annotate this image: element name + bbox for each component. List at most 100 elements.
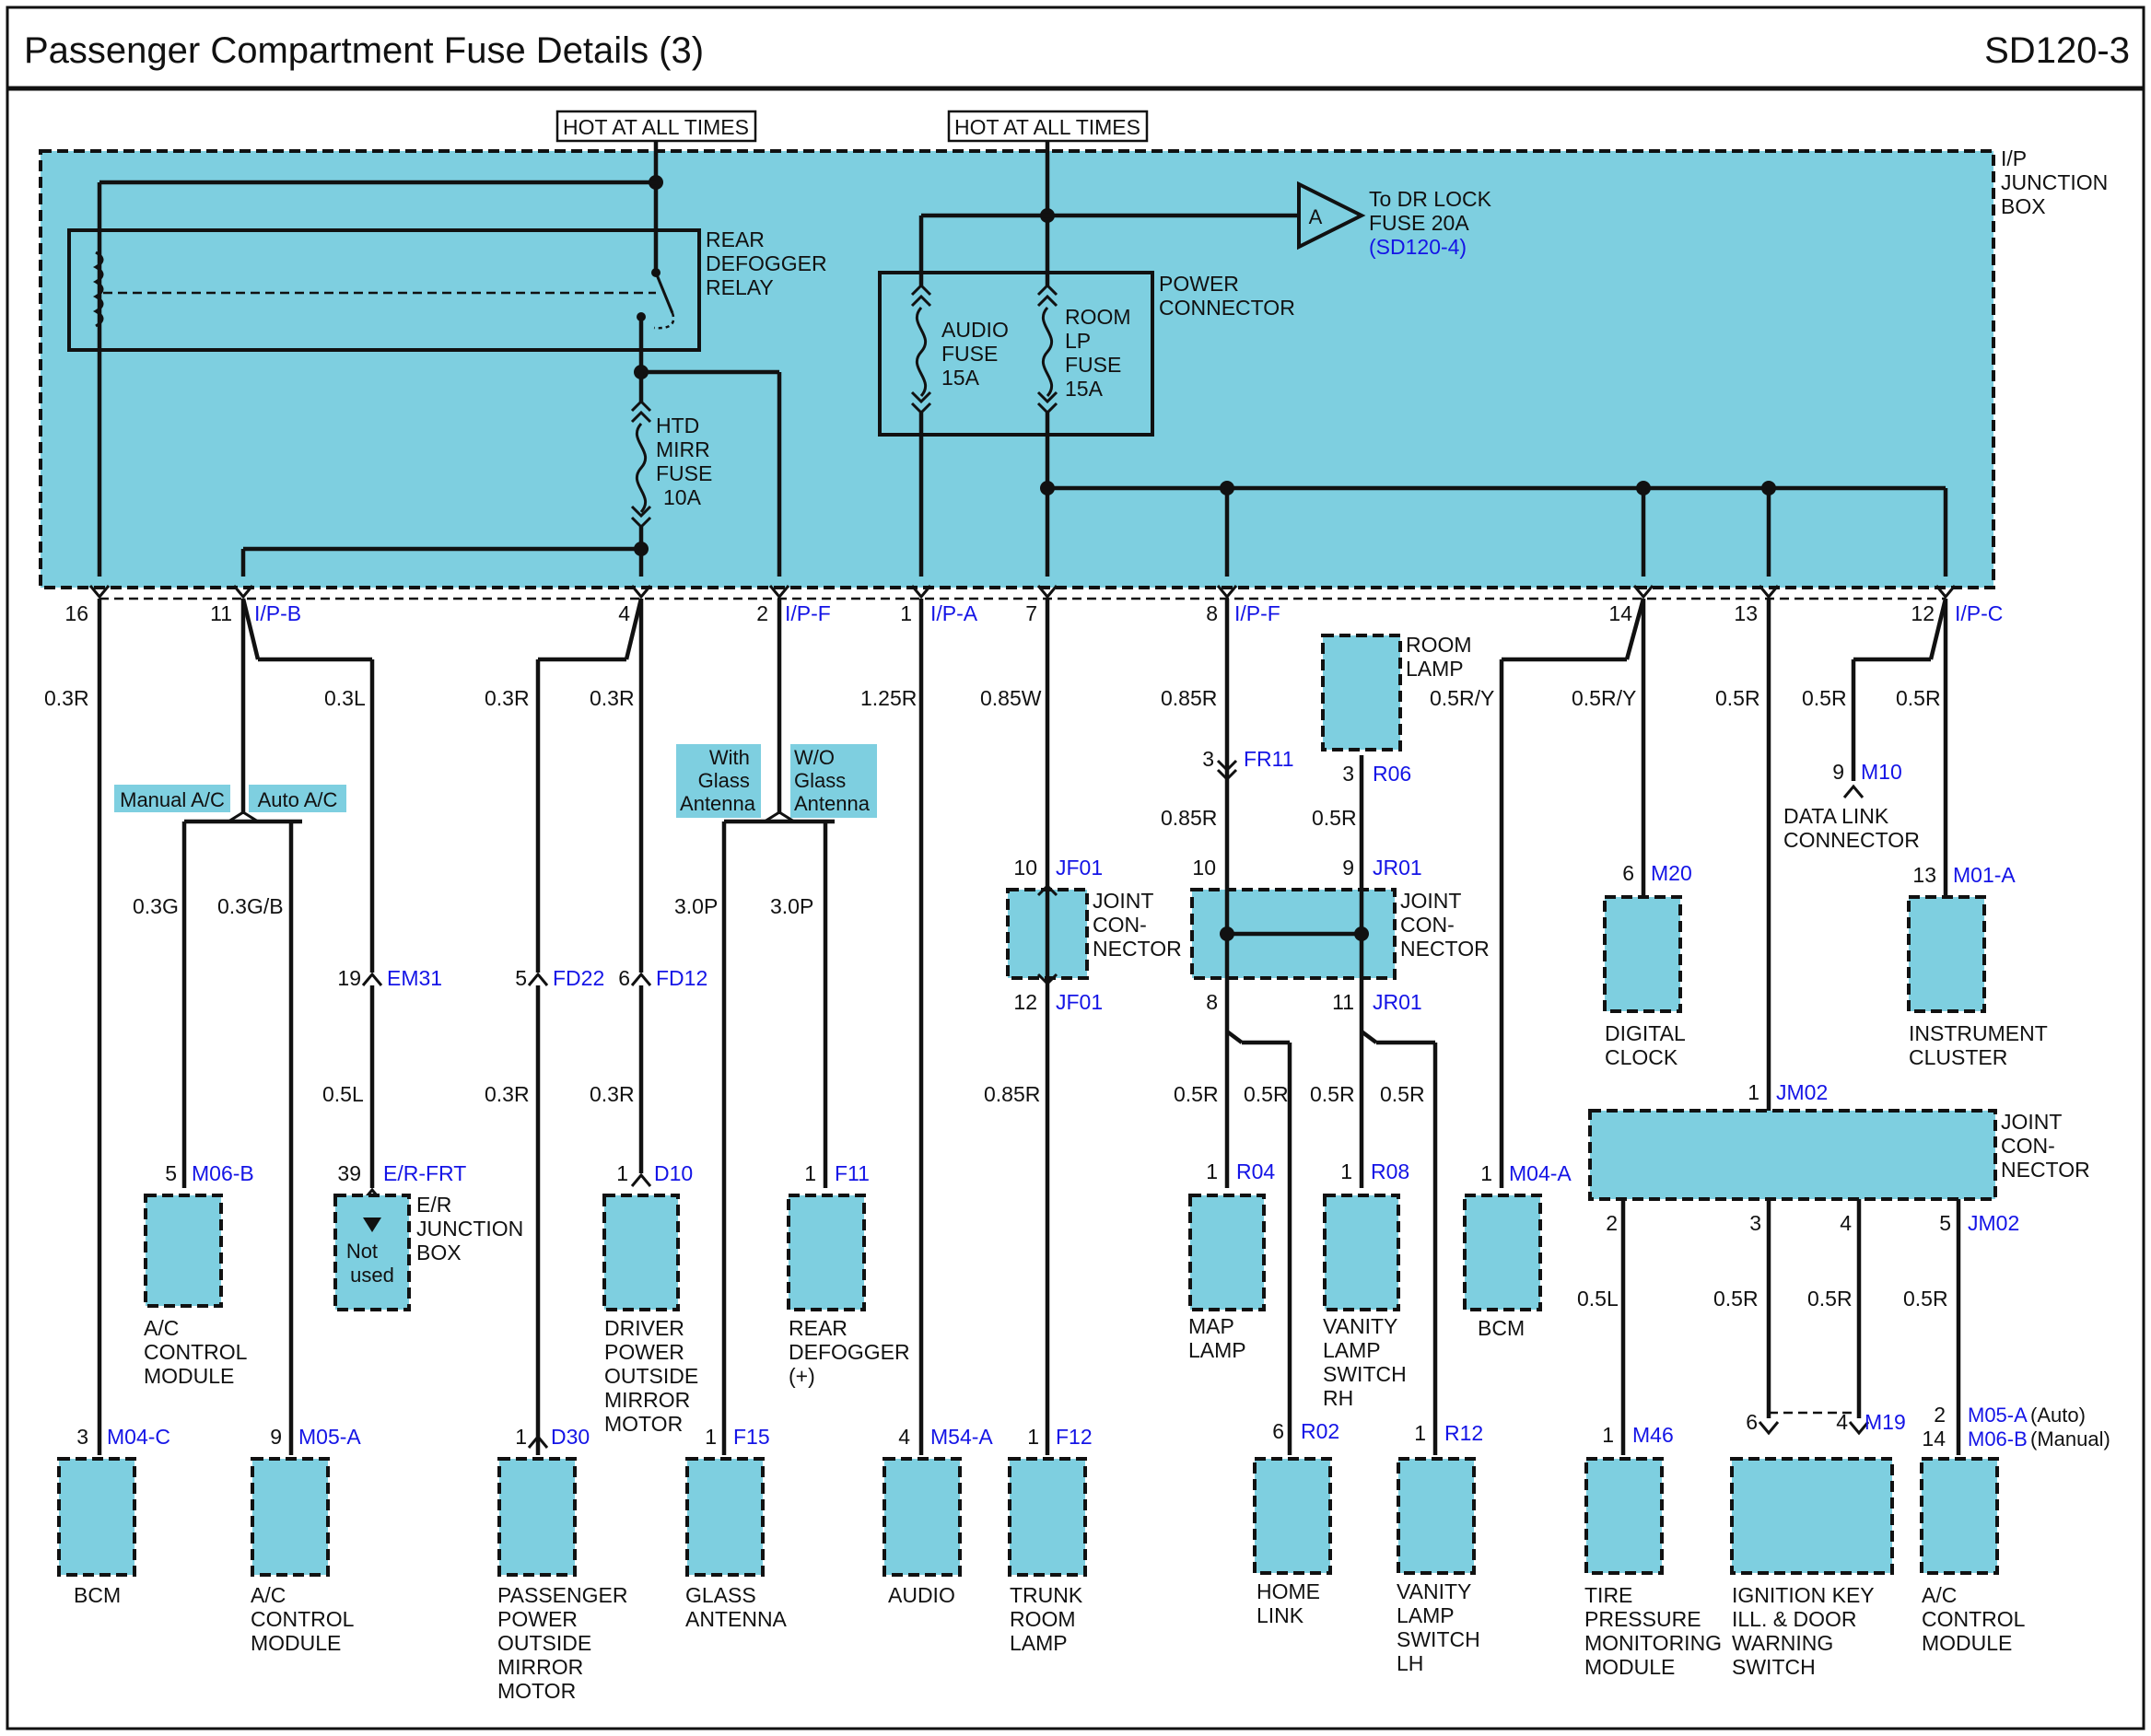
- svg-text:14: 14: [1922, 1427, 1946, 1451]
- svg-text:JM02: JM02: [1968, 1211, 2019, 1235]
- trunk-room-lamp: [1008, 1457, 1087, 1577]
- svg-text:0.3R: 0.3R: [590, 1082, 635, 1106]
- svg-text:7: 7: [1025, 601, 1037, 625]
- power-connector-label: POWER CONNECTOR: [1159, 272, 1295, 320]
- svg-text:6: 6: [1622, 861, 1634, 885]
- svg-text:(Auto): (Auto): [2030, 1404, 2086, 1427]
- svg-text:0.5R: 0.5R: [1713, 1287, 1759, 1311]
- tire-pressure-module: [1584, 1457, 1664, 1575]
- svg-text:0.3R: 0.3R: [590, 686, 635, 710]
- svg-text:3: 3: [1342, 762, 1354, 786]
- svg-text:JM02: JM02: [1776, 1080, 1828, 1104]
- tpms-label: TIRE PRESSURE MONITORING MODULE: [1584, 1583, 1727, 1679]
- htd-fuse-label: HTD MIRR FUSE 10A: [656, 414, 719, 509]
- svg-text:9: 9: [1832, 760, 1844, 784]
- svg-text:9: 9: [1342, 856, 1354, 880]
- svg-text:1: 1: [1027, 1425, 1039, 1449]
- svg-text:(Manual): (Manual): [2030, 1427, 2110, 1451]
- svg-text:M46: M46: [1632, 1423, 1674, 1447]
- jb-pins: 16 11 4 2 1 7 8 14 13 12: [64, 601, 1935, 625]
- room-lamp: [1321, 634, 1402, 751]
- svg-text:FD22: FD22: [553, 966, 604, 990]
- rear-defogger: [787, 1194, 866, 1311]
- svg-text:0.5R: 0.5R: [1310, 1082, 1355, 1106]
- svg-text:0.5R/Y: 0.5R/Y: [1430, 686, 1494, 710]
- svg-text:I/P-B: I/P-B: [254, 601, 301, 625]
- inline-connectors: 3 FR11 3 R06 9 M10 DATA LINK CONNECTOR 1…: [337, 747, 1919, 990]
- page-frame: [6, 6, 2145, 1730]
- wire-labels: 0.3R 0.3L 0.3R 0.3R 1.25R 0.85W 0.85R 0.…: [44, 686, 1948, 1311]
- svg-text:M01-A: M01-A: [1953, 863, 2016, 887]
- manual-ac-tag: Manual A/C: [120, 788, 225, 811]
- vanity-lh-label: VANITY LAMP SWITCH LH: [1397, 1579, 1486, 1675]
- svg-text:13: 13: [1734, 601, 1758, 625]
- jr01-label: JOINT CON- NECTOR: [1400, 889, 1490, 961]
- ac-control-module-2: [251, 1457, 330, 1577]
- home-link-label: HOME LINK: [1257, 1579, 1326, 1627]
- svg-text:M04-A: M04-A: [1509, 1161, 1572, 1185]
- instrument-cluster: [1907, 895, 1986, 1013]
- diagram-code: SD120-3: [1984, 30, 2130, 71]
- wiring: [97, 598, 1961, 1455]
- joint-jm02: [1588, 1109, 1997, 1201]
- vanity-lamp-switch-lh: [1397, 1457, 1476, 1575]
- svg-text:EM31: EM31: [387, 966, 442, 990]
- svg-text:6: 6: [1272, 1419, 1284, 1443]
- to-dr-lock-letter: A: [1309, 205, 1323, 228]
- svg-text:3: 3: [1202, 747, 1214, 771]
- svg-text:M05-A: M05-A: [298, 1425, 361, 1449]
- svg-text:1: 1: [804, 1161, 816, 1185]
- svg-text:0.3R: 0.3R: [44, 686, 89, 710]
- svg-text:0.85R: 0.85R: [1161, 806, 1217, 830]
- svg-text:3.0P: 3.0P: [674, 894, 718, 918]
- svg-text:1: 1: [515, 1425, 527, 1449]
- to-dr-lock-ref: (SD120-4): [1369, 235, 1467, 259]
- svg-text:0.5R: 0.5R: [1802, 686, 1847, 710]
- audio-fuse-icon: [915, 307, 928, 397]
- svg-text:12: 12: [1911, 601, 1935, 625]
- bottom-components: 3 M04-C BCM 9 M05-A A/C CONTROL MODULE 1…: [57, 1403, 2110, 1703]
- svg-text:39: 39: [337, 1161, 361, 1185]
- map-lamp: [1188, 1194, 1266, 1311]
- svg-text:1: 1: [705, 1425, 717, 1449]
- svg-text:12: 12: [1013, 990, 1037, 1014]
- to-dr-lock-arrow: [1297, 181, 1366, 250]
- svg-text:FD12: FD12: [656, 966, 707, 990]
- svg-text:3: 3: [76, 1425, 88, 1449]
- svg-text:16: 16: [64, 601, 88, 625]
- bcm-1-label: BCM: [74, 1583, 121, 1607]
- svg-text:3: 3: [1749, 1211, 1761, 1235]
- svg-text:R04: R04: [1236, 1159, 1275, 1183]
- svg-text:R08: R08: [1371, 1159, 1409, 1183]
- jb-connector-ids: I/P-B I/P-F I/P-A I/P-F I/P-C: [254, 601, 2003, 625]
- svg-text:1: 1: [616, 1161, 628, 1185]
- svg-text:11: 11: [210, 601, 232, 625]
- driver-mirror-motor: [602, 1194, 680, 1311]
- svg-text:R12: R12: [1444, 1421, 1483, 1445]
- svg-text:13: 13: [1912, 863, 1936, 887]
- hot-tag-2: HOT AT ALL TIMES: [954, 115, 1140, 139]
- svg-text:I/P-F: I/P-F: [1234, 601, 1280, 625]
- svg-text:5: 5: [515, 966, 527, 990]
- ac-control-module-1-label: A/C CONTROL MODULE: [144, 1316, 252, 1388]
- svg-text:2: 2: [1934, 1403, 1946, 1427]
- svg-text:F15: F15: [733, 1425, 770, 1449]
- svg-text:1: 1: [1340, 1159, 1352, 1183]
- svg-text:JR01: JR01: [1373, 856, 1422, 880]
- data-link-label: DATA LINK CONNECTOR: [1783, 804, 1920, 852]
- hot-tag-2-box: [947, 110, 1149, 143]
- svg-text:I/P-F: I/P-F: [785, 601, 831, 625]
- audio-label: AUDIO: [888, 1583, 955, 1607]
- svg-text:R06: R06: [1373, 762, 1411, 786]
- svg-text:FR11: FR11: [1244, 747, 1294, 771]
- svg-text:0.3G: 0.3G: [133, 894, 179, 918]
- svg-text:0.3R: 0.3R: [485, 686, 530, 710]
- jm02-label: JOINT CON- NECTOR: [2001, 1110, 2090, 1182]
- rear-defogger-label: REAR DEFOGGER (+): [789, 1316, 916, 1388]
- power-connector-box: [878, 271, 1154, 437]
- htd-fuse-top: [630, 399, 652, 424]
- svg-text:M06-B: M06-B: [192, 1161, 254, 1185]
- svg-text:0.85W: 0.85W: [980, 686, 1042, 710]
- wo-glass-tag: W/O Glass Antenna: [794, 746, 871, 815]
- room-lp-fuse-label: ROOM LP FUSE 15A: [1065, 305, 1137, 401]
